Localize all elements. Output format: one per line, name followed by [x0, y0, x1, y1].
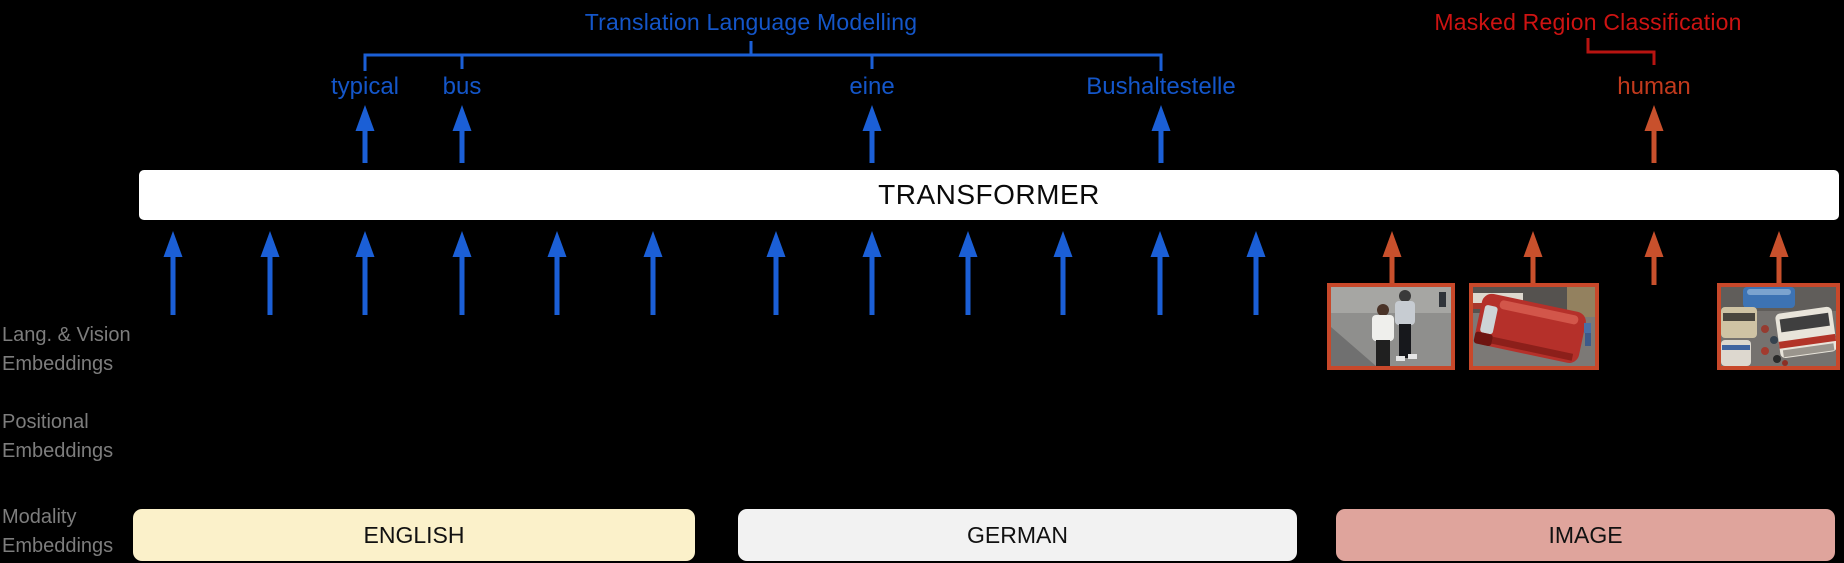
masked-token-human: human: [1617, 73, 1691, 100]
modality-box-english: ENGLISH: [133, 509, 695, 561]
image-token-red-bus: [1469, 283, 1599, 370]
modality-box-german: GERMAN: [738, 509, 1297, 561]
transformer-box: TRANSFORMER: [139, 170, 1839, 220]
masked-token-bus: bus: [442, 73, 482, 100]
mrc-task-title: Masked Region Classification: [1434, 9, 1742, 35]
row-label-lang-vision-embeddings: Lang. & Vision Embeddings: [2, 321, 131, 379]
row-label-line: Embeddings: [2, 535, 114, 557]
row-label-line: Embeddings: [2, 353, 114, 375]
transformer-label: TRANSFORMER: [878, 179, 1100, 210]
modality-label-image: IMAGE: [1548, 521, 1623, 548]
modality-box-image: IMAGE: [1336, 509, 1835, 561]
row-label-positional-embeddings: Positional Embeddings: [2, 408, 113, 466]
masked-token-typical: typical: [330, 73, 400, 100]
image-token-buses-street: [1717, 283, 1840, 370]
row-label-line: Modality: [2, 506, 77, 528]
red-bus-photo: [1473, 287, 1595, 366]
masked-token-Bushaltestelle: Bushaltestelle: [1086, 73, 1236, 100]
row-label-line: Lang. & Vision: [2, 324, 131, 346]
modality-label-english: ENGLISH: [363, 521, 465, 548]
row-label-modality-embeddings: Modality Embeddings: [2, 503, 113, 561]
tlm-task-title: Translation Language Modelling: [584, 9, 918, 35]
pedestrians-photo: [1331, 287, 1451, 366]
image-token-pedestrians: [1327, 283, 1455, 370]
row-label-line: Positional: [2, 411, 89, 433]
masked-token-eine: eine: [849, 73, 895, 100]
buses-street-photo: [1721, 287, 1836, 366]
row-label-line: Embeddings: [2, 440, 114, 462]
modality-label-german: GERMAN: [967, 521, 1068, 548]
